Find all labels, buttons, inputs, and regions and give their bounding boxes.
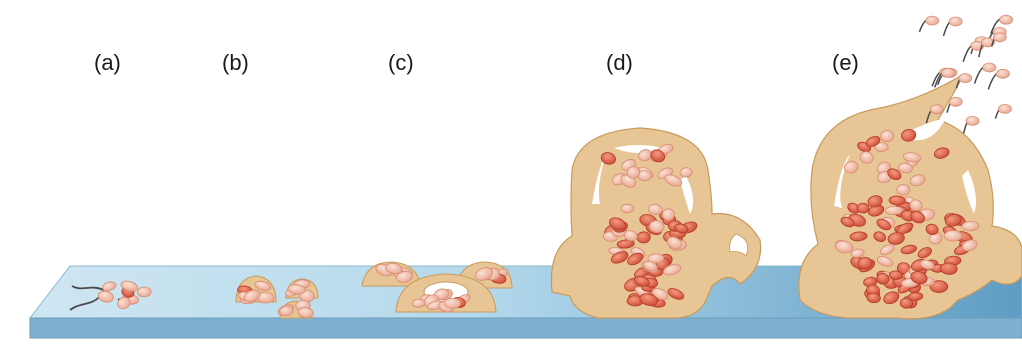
dispersing-cell [926, 16, 939, 25]
bacterium-cell [897, 184, 910, 195]
dispersing-cell [993, 33, 1006, 42]
stage-label-b: (b) [222, 50, 249, 76]
dispersing-cell [930, 105, 943, 114]
bacterium-cell [444, 298, 461, 308]
dispersing-cell [998, 104, 1011, 113]
stage-label-c: (c) [388, 50, 414, 76]
bacterium-cell [858, 257, 872, 269]
bacterium-cell [880, 130, 894, 141]
bacterium-cell [885, 206, 903, 215]
stage-label-a: (a) [94, 50, 121, 76]
dispersing-cell [996, 69, 1009, 78]
bacterium-cell [944, 230, 962, 241]
stage-label-d: (d) [606, 50, 633, 76]
dispersing-cell [959, 74, 972, 83]
dispersing-cell [942, 68, 955, 77]
dispersing-cell [983, 63, 996, 72]
bacterium-cell [962, 221, 980, 231]
bacterium-cell [621, 204, 634, 213]
stage-label-e: (e) [832, 50, 859, 76]
dispersing-cell [966, 116, 979, 125]
dispersing-cell [949, 97, 962, 106]
bacterium-cell [857, 203, 870, 214]
bacterium-cell [137, 287, 151, 298]
bacterium-cell [889, 271, 902, 280]
dispersing-cell [949, 17, 962, 26]
dispersing-cell [1000, 15, 1013, 24]
